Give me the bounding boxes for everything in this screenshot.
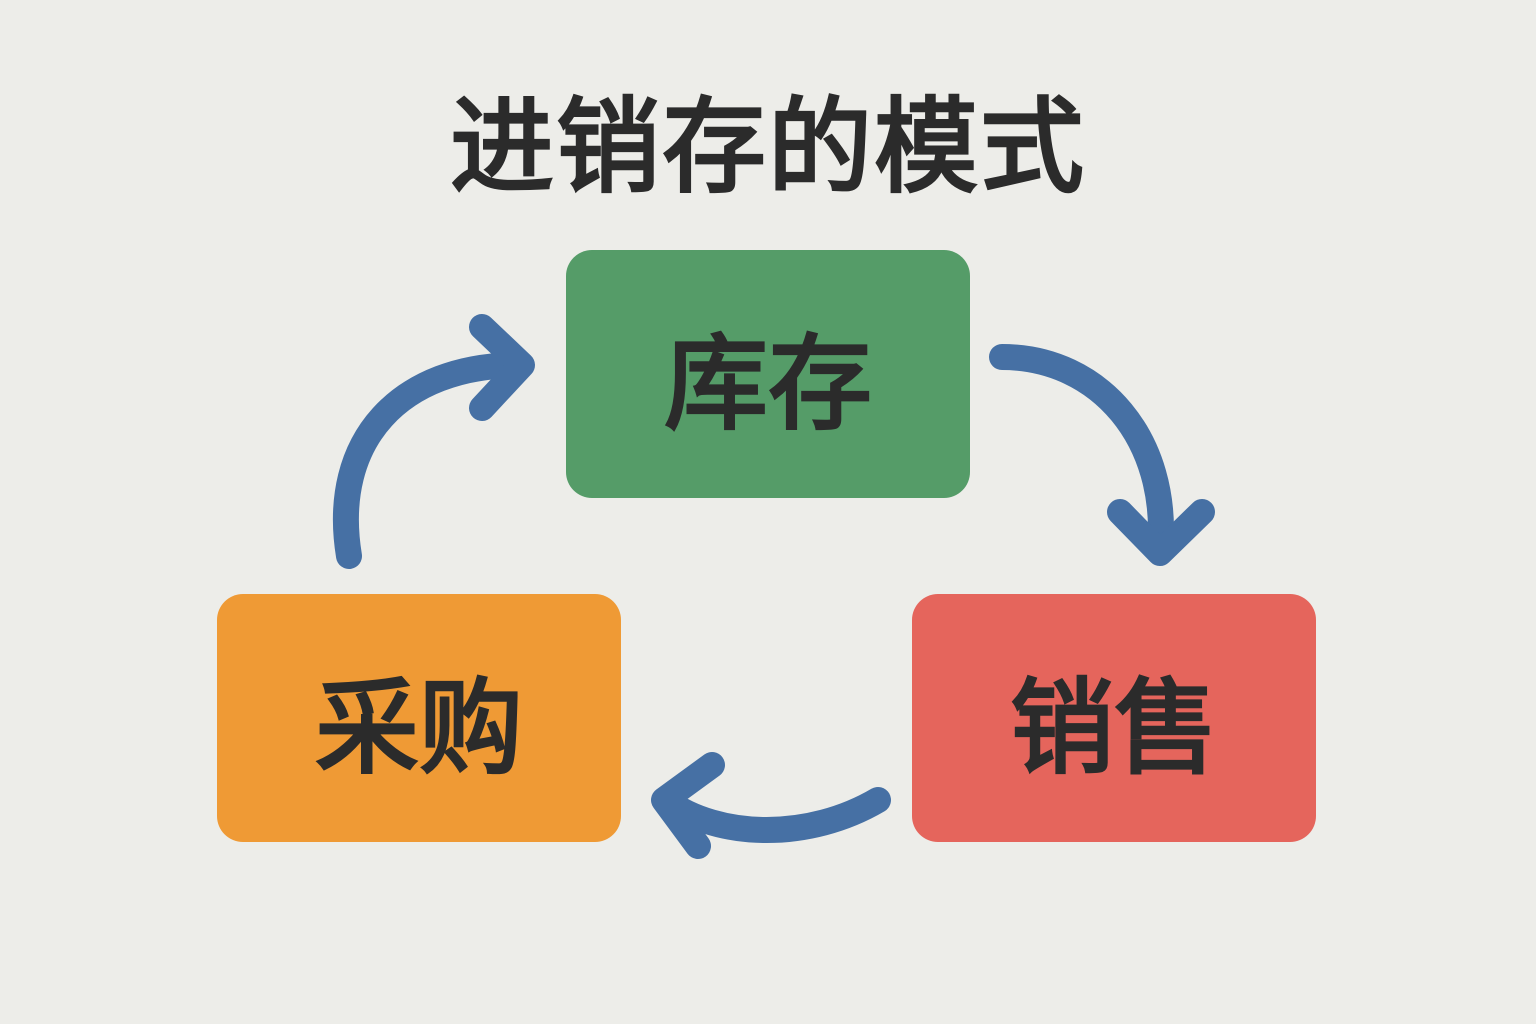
node-purchase: 采购 <box>217 594 621 842</box>
node-inventory: 库存 <box>566 250 970 498</box>
node-purchase-label: 采购 <box>314 666 523 789</box>
node-sales-label: 销售 <box>1009 666 1218 789</box>
arrow-sales-to-purchase <box>651 752 891 859</box>
arrow-inventory-to-sales <box>989 344 1215 566</box>
arrow-purchase-to-inventory <box>332 314 535 569</box>
diagram-title: 进销存的模式 <box>449 86 1086 208</box>
node-inventory-label: 库存 <box>663 322 872 445</box>
node-sales: 销售 <box>912 594 1316 842</box>
